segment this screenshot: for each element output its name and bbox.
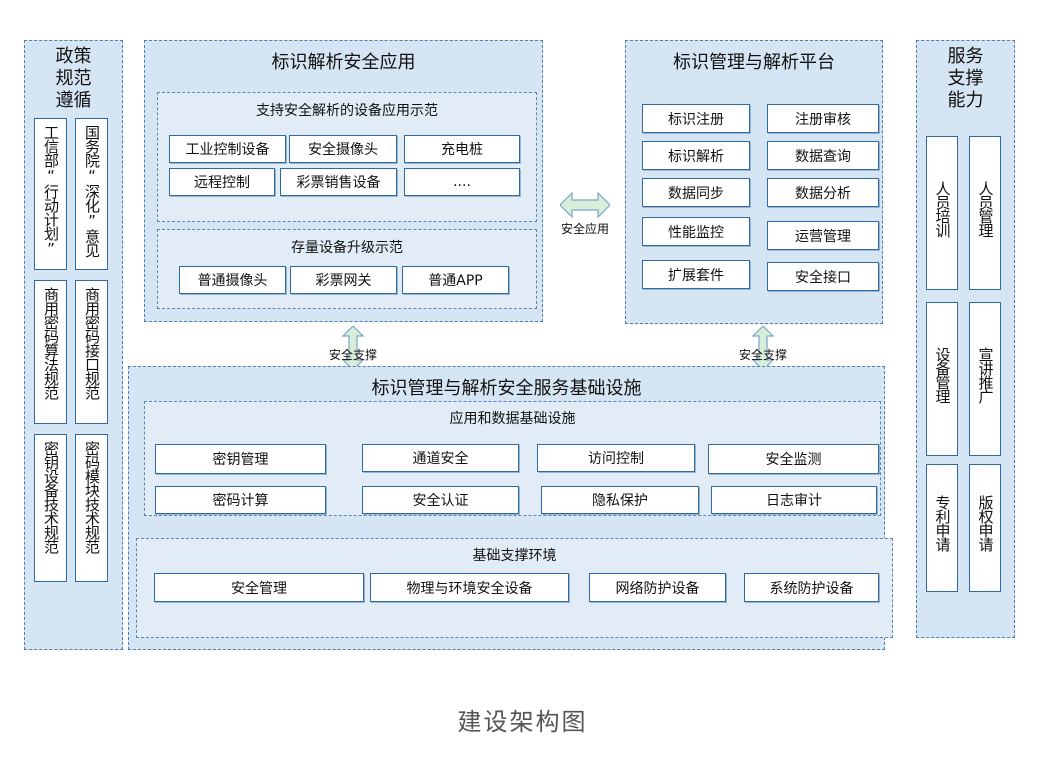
- infra-channel-security: 通道安全: [362, 444, 519, 472]
- arrow-label-security-application: 安全应用: [560, 222, 609, 236]
- horizontal-double-arrow-icon: [560, 192, 610, 218]
- platform-title: 标识管理与解析平台: [673, 52, 835, 73]
- platform-data-query: 数据查询: [767, 141, 879, 170]
- arrow-label-security-support-left: 安全支撑: [328, 348, 377, 362]
- env-physical-security-device: 物理与环境安全设备: [370, 573, 569, 602]
- demo-remote-control: 远程控制: [169, 168, 275, 196]
- policy-box-key-device-spec: 密钥设备技术规范: [34, 434, 67, 582]
- demo-security-camera: 安全摄像头: [289, 135, 397, 163]
- arrow-label-security-support-right: 安全支撑: [738, 348, 787, 362]
- env-system-protection-device: 系统防护设备: [744, 573, 879, 602]
- service-staff-training: 人员培训: [926, 136, 958, 290]
- vertical-double-arrow-right-icon: [752, 326, 774, 370]
- infra-crypto-computing: 密码计算: [155, 486, 326, 514]
- demo-lottery-device: 彩票销售设备: [280, 168, 397, 196]
- infrastructure-title: 标识管理与解析安全服务基础设施: [371, 378, 642, 399]
- infra-security-monitoring: 安全监测: [708, 444, 879, 474]
- policy-box-algorithm-spec: 商用密码算法规范: [34, 280, 67, 424]
- infra-security-auth: 安全认证: [362, 486, 519, 514]
- upgrade-normal-app: 普通APP: [402, 266, 509, 294]
- platform-data-analysis: 数据分析: [767, 178, 879, 207]
- demo-more: ....: [404, 168, 520, 196]
- service-support-title: 服务 支撑 能力: [947, 46, 984, 111]
- platform-extension-kit: 扩展套件: [642, 260, 750, 289]
- upgrade-normal-camera: 普通摄像头: [179, 266, 286, 294]
- policy-box-crypto-module-spec: 密码模块技术规范: [75, 434, 108, 582]
- infra-access-control: 访问控制: [537, 444, 695, 472]
- infra-key-management: 密钥管理: [155, 444, 326, 474]
- device-demo-title: 支持安全解析的设备应用示范: [256, 103, 438, 119]
- infra-privacy-protection: 隐私保护: [541, 486, 699, 514]
- security-application-title: 标识解析安全应用: [271, 52, 416, 73]
- service-device-management: 设备管理: [926, 302, 958, 456]
- env-security-management: 安全管理: [154, 573, 364, 602]
- support-environment-title: 基础支撑环境: [472, 548, 557, 564]
- service-copyright-apply: 版权申请: [969, 464, 1001, 592]
- service-staff-management: 人员管理: [969, 136, 1001, 290]
- demo-industrial-control: 工业控制设备: [169, 135, 286, 163]
- platform-register-review: 注册审核: [767, 104, 879, 133]
- figure-caption: 建设架构图: [457, 708, 588, 736]
- upgrade-lottery-gateway: 彩票网关: [290, 266, 397, 294]
- platform-performance-monitor: 性能监控: [642, 217, 750, 246]
- policy-box-miit-plan: 工信部“行动计划”: [34, 118, 67, 270]
- infra-log-audit: 日志审计: [711, 486, 877, 514]
- vertical-double-arrow-left-icon: [342, 326, 364, 370]
- upgrade-demo-title: 存量设备升级示范: [291, 240, 403, 256]
- service-patent-apply: 专利申请: [926, 464, 958, 592]
- app-data-infra-title: 应用和数据基础设施: [449, 411, 576, 427]
- service-promotion: 宣讲推广: [969, 302, 1001, 456]
- policy-panel-title: 政策 规范 遵循: [55, 46, 92, 111]
- platform-id-resolve: 标识解析: [642, 141, 750, 170]
- env-network-protection-device: 网络防护设备: [589, 573, 726, 602]
- policy-box-state-council-opinion: 国务院“深化”意见: [75, 118, 108, 270]
- policy-box-interface-spec: 商用密码接口规范: [75, 280, 108, 424]
- platform-id-register: 标识注册: [642, 104, 750, 133]
- platform-operation-manage: 运营管理: [767, 221, 879, 250]
- platform-security-interface: 安全接口: [767, 262, 879, 291]
- platform-data-sync: 数据同步: [642, 178, 750, 207]
- demo-charging-pile: 充电桩: [404, 135, 520, 163]
